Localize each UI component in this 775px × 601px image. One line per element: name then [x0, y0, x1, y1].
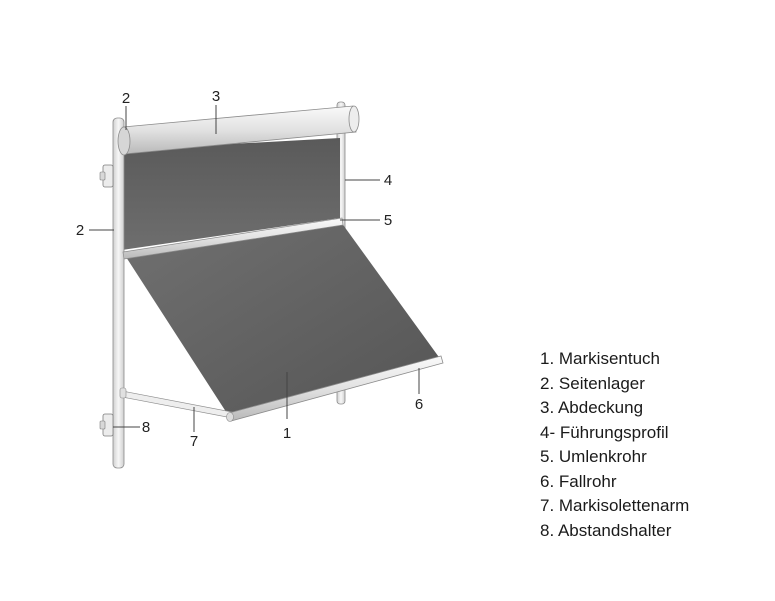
- legend-item-6: 6. Fallrohr: [540, 471, 617, 491]
- leader-lines: [89, 105, 420, 432]
- left-side-post: [112, 117, 125, 469]
- legend-item-8: 8. Abstandshalter: [540, 520, 672, 540]
- legend-item-1: 1. Markisentuch: [540, 349, 660, 368]
- legend-item-2: 2. Seitenlager: [540, 373, 645, 393]
- cover-tube: [117, 105, 360, 156]
- arm-pivot: [119, 387, 127, 399]
- legend-item-4: 4- Führungsprofil: [540, 422, 669, 442]
- callout-2-left: 2: [76, 222, 84, 239]
- callout-1: 1: [283, 425, 291, 442]
- callout-3: 3: [212, 88, 220, 105]
- callout-2-top: 2: [122, 90, 130, 107]
- parts-legend: 1. Markisentuch 2. Seitenlager 3. Abdeck…: [540, 347, 689, 543]
- deflection-tube: [122, 217, 344, 260]
- callout-6: 6: [415, 396, 423, 413]
- callout-7: 7: [190, 433, 198, 450]
- legend-item-3: 3. Abdeckung: [540, 398, 644, 417]
- callout-4: 4: [384, 172, 392, 189]
- callout-8: 8: [142, 419, 150, 436]
- fabric-lower: [126, 222, 441, 418]
- legend-item-7: 7. Markisolettenarm: [540, 496, 690, 515]
- upper-spacer-bracket: [99, 164, 114, 188]
- legend-item-5: 5. Umlenkrohr: [540, 447, 647, 466]
- callout-5: 5: [384, 212, 392, 229]
- fabric-upper: [122, 138, 340, 250]
- lower-spacer-bracket: [99, 413, 114, 437]
- drop-bar-end-cap: [226, 412, 234, 422]
